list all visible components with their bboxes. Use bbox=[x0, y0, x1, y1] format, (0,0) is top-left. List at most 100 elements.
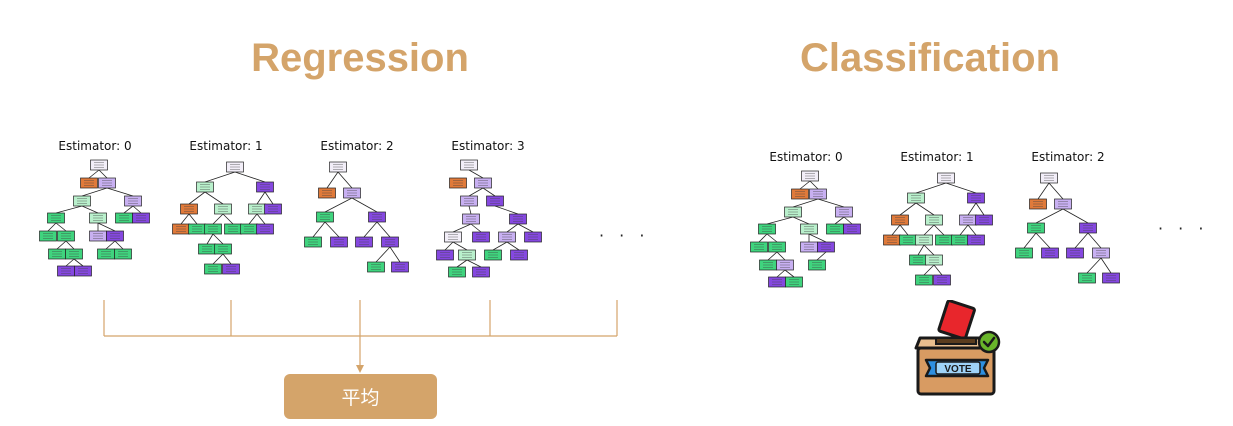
tree-edge bbox=[337, 171, 353, 189]
tree-edge bbox=[88, 169, 100, 179]
tree-edge bbox=[891, 224, 901, 236]
vote-text: VOTE bbox=[944, 364, 972, 375]
tree-edge bbox=[180, 213, 190, 225]
tree-edge bbox=[933, 224, 945, 236]
tree-edge bbox=[899, 202, 917, 216]
tree-edge bbox=[468, 187, 484, 197]
tree-edge bbox=[248, 213, 258, 225]
tree-edge bbox=[792, 198, 819, 208]
regression-estimator-label-0: Estimator: 0 bbox=[58, 139, 132, 153]
tree-edge bbox=[212, 253, 224, 265]
tree-edge bbox=[222, 253, 232, 265]
classification-estimator-label-2: Estimator: 2 bbox=[1031, 150, 1105, 164]
tree-edge bbox=[766, 216, 794, 225]
tree-edge bbox=[767, 251, 778, 261]
tree-edge bbox=[1048, 182, 1064, 200]
tree-edge bbox=[1023, 232, 1037, 249]
tree-edge bbox=[817, 198, 845, 208]
tree-edge bbox=[816, 251, 827, 261]
tree-edge bbox=[452, 241, 468, 251]
tree-edge bbox=[776, 269, 786, 278]
tree-edge bbox=[470, 223, 482, 233]
tree-edge bbox=[326, 171, 339, 189]
regression-tree-3 bbox=[436, 159, 542, 278]
tree-edge bbox=[106, 187, 134, 197]
tree-edge bbox=[809, 180, 819, 190]
tree-edge bbox=[65, 258, 75, 267]
regression-estimator-label-2: Estimator: 2 bbox=[320, 139, 394, 153]
tree-edge bbox=[776, 251, 786, 261]
regression-tree-2 bbox=[304, 161, 409, 273]
tree-edge bbox=[959, 224, 969, 236]
tree-edge bbox=[967, 202, 977, 216]
tree-edge bbox=[114, 240, 124, 250]
classification-tree-2 bbox=[1015, 172, 1120, 284]
tree-edge bbox=[923, 224, 935, 236]
tree-edge bbox=[975, 202, 985, 216]
tree-edge bbox=[81, 187, 108, 197]
classification-title: Classification bbox=[799, 36, 1061, 80]
tree-edge bbox=[843, 216, 853, 225]
tree-edge bbox=[506, 241, 520, 251]
tree-edge bbox=[312, 221, 326, 238]
tree-edge bbox=[967, 224, 977, 236]
tree-edge bbox=[444, 241, 454, 251]
tree-edge bbox=[188, 191, 206, 205]
tree-edge bbox=[456, 259, 468, 268]
tree-edge bbox=[517, 223, 534, 233]
tree-edge bbox=[55, 222, 67, 232]
tree-edge bbox=[97, 222, 116, 232]
tree-edge bbox=[81, 205, 99, 214]
tree-edge bbox=[324, 221, 340, 238]
classification-more-ellipsis: · · · bbox=[1158, 219, 1209, 238]
tree-edge bbox=[188, 213, 198, 225]
tree-edge bbox=[494, 205, 519, 215]
tree-edge bbox=[468, 205, 472, 215]
tree-edge bbox=[234, 171, 266, 183]
tree-edge bbox=[482, 187, 496, 197]
tree-edge bbox=[376, 221, 391, 238]
tree-edge bbox=[389, 246, 401, 263]
tree-edge bbox=[923, 264, 935, 276]
tree-edge bbox=[808, 233, 827, 243]
tree-edge bbox=[923, 244, 935, 256]
tree-edge bbox=[917, 244, 925, 256]
tree-edge bbox=[204, 171, 236, 183]
tree-edge bbox=[468, 169, 484, 179]
tree-edge bbox=[351, 197, 378, 213]
tree-edge bbox=[1100, 257, 1112, 274]
tree-edge bbox=[506, 223, 519, 233]
tree-edge bbox=[1035, 232, 1051, 249]
classification-tree-0 bbox=[750, 170, 861, 288]
tree-edge bbox=[758, 233, 768, 243]
classification-estimator-label-1: Estimator: 1 bbox=[900, 150, 974, 164]
tree-edge bbox=[834, 216, 845, 225]
tree-edge bbox=[212, 233, 224, 245]
regression-more-ellipsis: · · · bbox=[599, 226, 650, 245]
tree-edge bbox=[222, 213, 234, 225]
tree-edge bbox=[1086, 257, 1102, 274]
tree-edge bbox=[899, 224, 909, 236]
tree-edge bbox=[105, 240, 116, 250]
tree-edge bbox=[945, 182, 977, 194]
tree-edge bbox=[492, 241, 508, 251]
tree-edge bbox=[56, 240, 67, 250]
classification-estimator-label-0: Estimator: 0 bbox=[769, 150, 843, 164]
tree-edge bbox=[1062, 208, 1089, 224]
regression-tree-0 bbox=[39, 159, 150, 277]
tree-edge bbox=[915, 202, 935, 216]
average-box: 平均 bbox=[284, 374, 437, 419]
tree-edge bbox=[73, 258, 84, 267]
tree-edge bbox=[1035, 208, 1064, 224]
tree-edge bbox=[47, 222, 57, 232]
tree-edge bbox=[933, 264, 943, 276]
tree-edge bbox=[1087, 232, 1102, 249]
tree-edge bbox=[784, 269, 795, 278]
ballot-box-icon: VOTE bbox=[914, 300, 1001, 396]
tree-edge bbox=[915, 182, 947, 194]
tree-edge bbox=[256, 191, 266, 205]
tree-edge bbox=[375, 246, 391, 263]
regression-estimator-label-3: Estimator: 3 bbox=[451, 139, 525, 153]
tree-edge bbox=[452, 223, 472, 233]
